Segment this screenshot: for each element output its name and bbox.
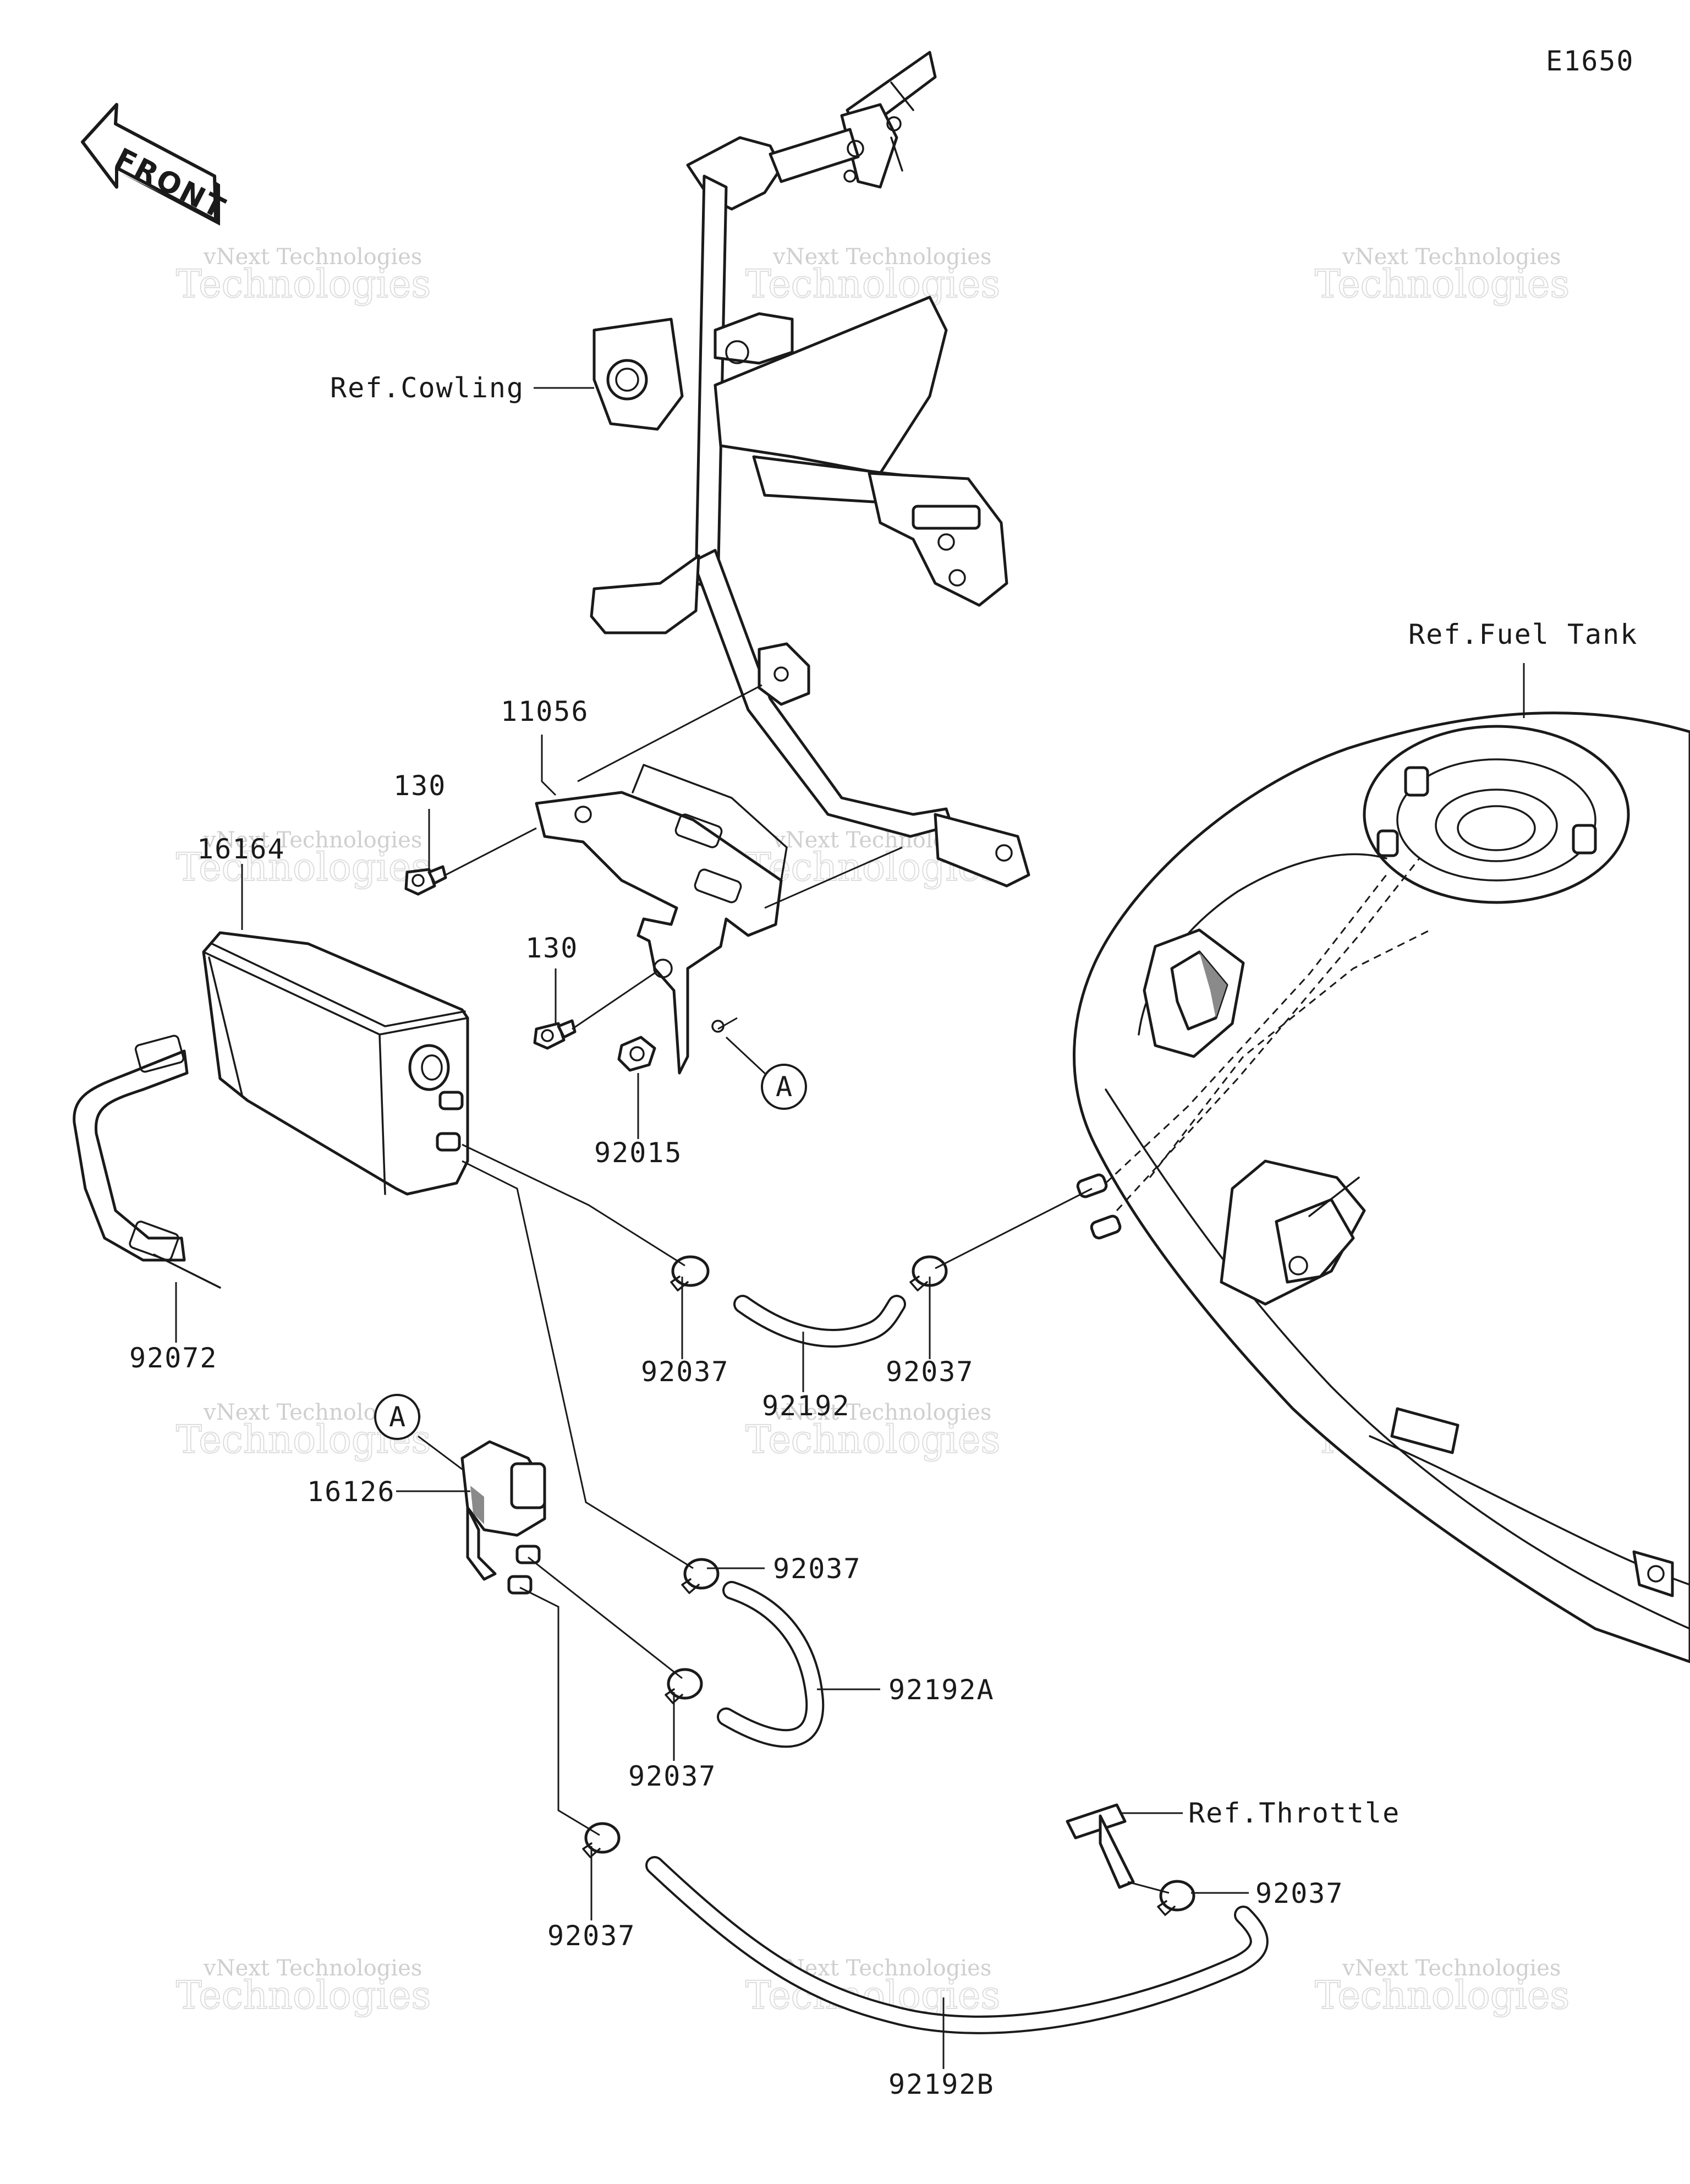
watermark: vNext Technologies — [203, 244, 422, 270]
marker-a-bracket: A — [761, 1064, 807, 1110]
bolt-upper — [404, 865, 447, 896]
watermark: Technologies — [1315, 261, 1570, 306]
ref-cowling-label: Ref.Cowling — [330, 372, 524, 404]
ref-fuel-tank-label: Ref.Fuel Tank — [1408, 618, 1638, 650]
canister-band — [73, 1034, 221, 1289]
hose-clamp — [681, 1558, 720, 1594]
svg-text:A: A — [776, 1071, 792, 1103]
fuel-tank — [1073, 711, 1690, 1663]
diagram-code: E1650 — [1546, 45, 1634, 77]
hose-clamp — [665, 1668, 703, 1704]
hose-92192 — [733, 1295, 906, 1348]
watermark: Technologies — [176, 261, 431, 306]
watermark: vNext Technologies — [1342, 244, 1561, 270]
callout-92037: 92037 — [886, 1356, 974, 1388]
hose-clamp — [582, 1822, 621, 1858]
callout-92072: 92072 — [129, 1342, 218, 1374]
ref-throttle-label: Ref.Throttle — [1188, 1797, 1400, 1829]
watermark: vNext Technologies — [203, 1956, 422, 1981]
callout-130-lower: 130 — [525, 932, 578, 964]
watermark: vNext Technologies — [203, 828, 422, 853]
watermark: vNext Technologies — [1342, 1956, 1561, 1981]
callout-11056: 11056 — [501, 696, 589, 727]
callout-92037: 92037 — [628, 1760, 717, 1792]
svg-text:A: A — [389, 1401, 405, 1433]
callout-92037: 92037 — [547, 1920, 636, 1952]
hose-clamp — [1157, 1880, 1195, 1916]
canister — [202, 931, 469, 1196]
bolt-lower — [533, 1019, 577, 1050]
callout-92192: 92192 — [762, 1390, 851, 1422]
callout-130-upper: 130 — [393, 770, 446, 802]
callout-92192A: 92192A — [888, 1674, 995, 1706]
watermark: Technologies — [745, 261, 1000, 306]
callout-92015: 92015 — [594, 1137, 683, 1169]
callout-16126: 16126 — [307, 1476, 396, 1508]
leader-lines — [175, 387, 1525, 2069]
callout-92037: 92037 — [641, 1356, 729, 1388]
throttle-fitting — [1066, 1803, 1135, 1889]
nut — [617, 1036, 656, 1072]
callout-92192B: 92192B — [888, 2068, 995, 2100]
canister-bracket — [535, 764, 788, 1075]
watermark: Technologies — [745, 1417, 1000, 1462]
watermark: Technologies — [176, 845, 431, 890]
purge-valve — [460, 1440, 546, 1595]
watermark: Technologies — [1315, 1973, 1570, 2018]
front-arrow-icon: FRONT — [81, 103, 232, 226]
hose-92192B — [645, 1856, 1269, 2034]
hose-clamp — [909, 1255, 948, 1291]
callout-16164: 16164 — [197, 833, 286, 865]
marker-a-valve: A — [374, 1394, 420, 1440]
hose-clamp — [670, 1255, 710, 1291]
watermark: Technologies — [176, 1973, 431, 2018]
watermark: vNext Technologies — [772, 244, 991, 270]
callout-92037: 92037 — [1255, 1878, 1344, 1909]
callout-92037: 92037 — [773, 1553, 862, 1585]
hose-92192A — [717, 1581, 825, 1748]
watermark: vNext Technologies — [772, 1400, 991, 1425]
cowling-stay-frame — [590, 51, 1030, 888]
